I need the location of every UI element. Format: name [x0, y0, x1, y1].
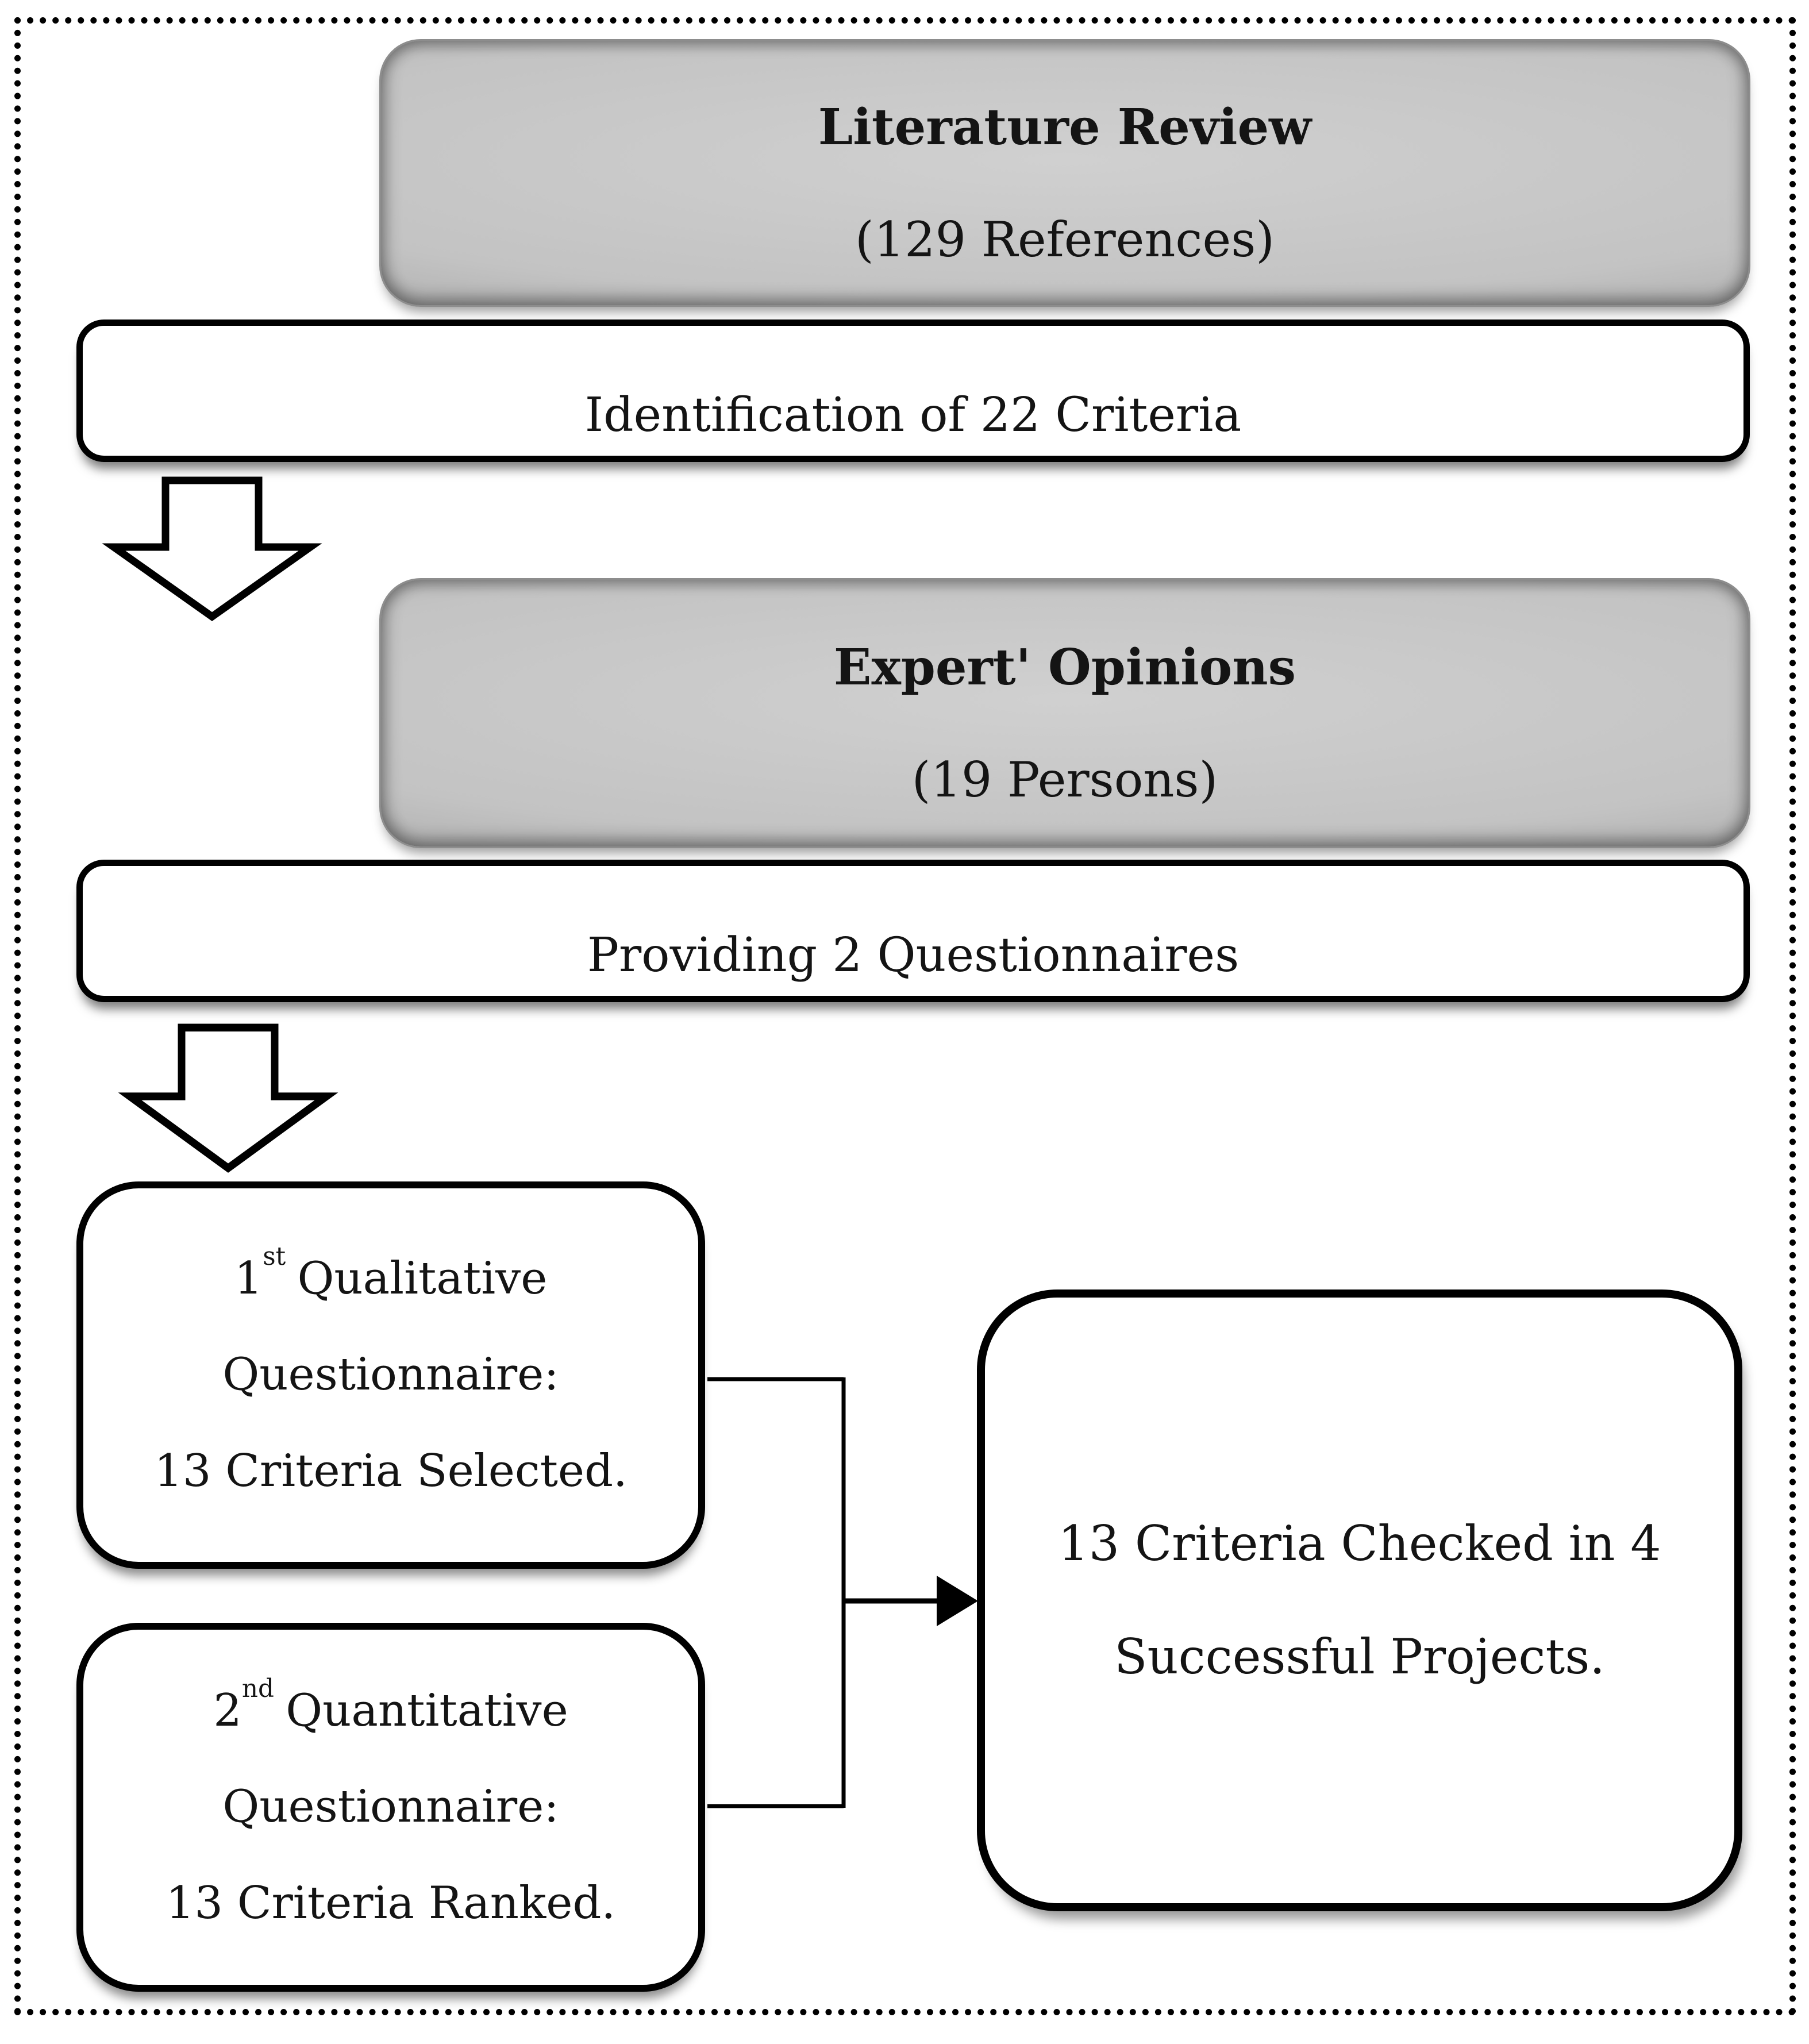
result-line-2: Successful Projects. [1114, 1629, 1606, 1685]
qualitative-line-1: 1st Qualitative [234, 1242, 548, 1306]
qualitative-ordinal: 1 [234, 1252, 263, 1304]
quantitative-questionnaire-box: 2nd Quantitative Questionnaire: 13 Criter… [76, 1623, 705, 1992]
dotted-figure-border [14, 17, 1796, 2015]
identification-label: Identification of 22 Criteria [584, 387, 1242, 442]
connector-lines [707, 1377, 978, 1808]
down-arrow-shape [102, 476, 322, 621]
expert-opinions-box: Expert' Opinions (19 Persons) [379, 578, 1750, 848]
qualitative-line-2: Questionnaire: [222, 1349, 559, 1401]
result-line-1: 13 Criteria Checked in 4 [1058, 1515, 1661, 1572]
down-arrow-shape [118, 1023, 338, 1173]
qualitative-ordinal-suffix: st [263, 1241, 286, 1271]
connector-lines [704, 1350, 980, 1839]
down-arrow-icon [102, 476, 322, 621]
literature-review-box: Literature Review (129 References) [379, 39, 1750, 307]
quantitative-line-3: 13 Criteria Ranked. [165, 1877, 616, 1929]
identification-box: Identification of 22 Criteria [76, 320, 1750, 462]
down-arrow-icon [118, 1023, 338, 1173]
quantitative-line-2: Questionnaire: [222, 1781, 559, 1833]
quantitative-title-rest: Quantitative [286, 1684, 568, 1737]
quantitative-line-1: 2nd Quantitative [213, 1674, 568, 1738]
expert-opinions-subtitle: (19 Persons) [911, 752, 1218, 809]
literature-review-subtitle: (129 References) [855, 211, 1275, 268]
literature-review-title: Literature Review [818, 98, 1312, 156]
right-arrowhead-icon [937, 1576, 978, 1626]
qualitative-questionnaire-box: 1st Qualitative Questionnaire: 13 Criteri… [76, 1181, 705, 1569]
qualitative-line-3: 13 Criteria Selected. [154, 1445, 628, 1497]
providing-label: Providing 2 Questionnaires [587, 927, 1240, 983]
providing-box: Providing 2 Questionnaires [76, 860, 1750, 1002]
result-box: 13 Criteria Checked in 4 Successful Proj… [977, 1289, 1742, 1911]
quantitative-ordinal-suffix: nd [241, 1673, 274, 1703]
down-arrow-icon [102, 476, 322, 622]
expert-opinions-title: Expert' Opinions [833, 638, 1296, 696]
down-arrow-icon [118, 1023, 338, 1173]
quantitative-ordinal: 2 [213, 1684, 242, 1737]
qualitative-title-rest: Qualitative [297, 1252, 548, 1304]
